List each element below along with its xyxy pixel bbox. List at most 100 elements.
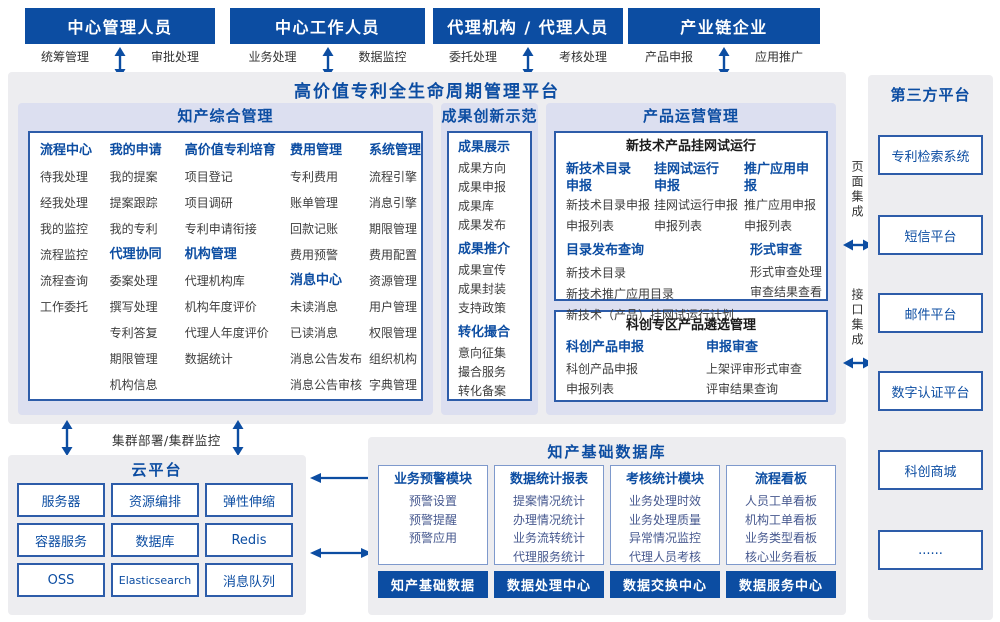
menu-item: 流程监控 xyxy=(40,248,89,262)
cloud-service-box: Elasticsearch xyxy=(111,563,199,597)
db-item: 业务流转统计 xyxy=(512,531,585,545)
menu-item: 待我处理 xyxy=(40,170,89,184)
menu-item: 流程引擎 xyxy=(369,170,418,184)
role-left-label: 产品申报 xyxy=(644,50,693,64)
role-title-box: 代理机构 / 代理人员 xyxy=(433,8,623,44)
menu-item: 审查结果查看 xyxy=(750,285,823,299)
formal-review-items: 形式审查处理审查结果查看 xyxy=(750,262,822,302)
menu-item: 工作委托 xyxy=(40,300,89,314)
db-module: 流程看板人员工单看板机构工单看板业务类型看板核心业务看板 xyxy=(726,465,836,565)
db-module-title: 流程看板 xyxy=(754,472,807,487)
menu-item: 新技术目录 xyxy=(566,266,627,280)
group-title: 形式审查 xyxy=(750,243,803,258)
role-group: 代理机构 / 代理人员委托处理考核处理 xyxy=(433,8,623,78)
menu-item: 科创产品申报 xyxy=(566,362,639,376)
third-party-item: 数字认证平台 xyxy=(878,371,983,411)
group-title: 成果展示 xyxy=(458,140,511,155)
menu-item: 费用配置 xyxy=(369,248,418,262)
platform-container: 高价值专利全生命周期管理平台 知产综合管理 流程中心待我处理经我处理我的监控流程… xyxy=(8,72,846,424)
db-module-title: 业务预警模块 xyxy=(393,472,472,487)
menu-item: 账单管理 xyxy=(290,196,339,210)
db-item: 业务处理时效 xyxy=(628,494,701,508)
panel-achievements: 成果创新示范 成果展示成果方向成果申报成果库成果发布成果推介成果宣传成果封装支持… xyxy=(441,103,538,415)
menu-item: 新技术推广应用目录 xyxy=(566,287,675,301)
po-column: 科创产品申报科创产品申报申报列表 xyxy=(566,337,706,399)
menu-item: 提案跟踪 xyxy=(109,196,158,210)
third-party-item: 短信平台 xyxy=(878,215,983,255)
role-group: 产业链企业产品申报应用推广 xyxy=(628,8,820,78)
menu-item: 形式审查处理 xyxy=(750,265,823,279)
db-module: 考核统计模块业务处理时效业务处理质量异常情况监控代理人员考核 xyxy=(610,465,720,565)
menu-item: 撮合服务 xyxy=(458,365,507,379)
menu-item: 成果申报 xyxy=(458,180,507,194)
menu-item: 代理人年度评价 xyxy=(184,326,269,340)
db-item: 办理情况统计 xyxy=(512,512,585,527)
menu-item: 期限管理 xyxy=(369,222,418,236)
menu-item: 上架评审形式审查 xyxy=(706,362,803,376)
cloud-service-box: 服务器 xyxy=(17,483,105,517)
menu-item: 消息公告发布 xyxy=(290,352,363,366)
menu-item: 经我处理 xyxy=(40,196,89,210)
po-column: 推广应用申报推广应用申报申报列表 xyxy=(744,158,818,237)
menu-item: 推广应用申报 xyxy=(744,198,817,212)
ip-column: 高价值专利培育项目登记项目调研专利申请衔接机构管理代理机构库机构年度评价代理人年… xyxy=(185,138,290,399)
ip-column: 流程中心待我处理经我处理我的监控流程监控流程查询工作委托 xyxy=(40,138,110,399)
group-title: 系统管理 xyxy=(369,143,422,158)
db-bar: 数据服务中心 xyxy=(726,571,836,598)
menu-item: 组织机构 xyxy=(369,352,418,366)
group-title: 目录发布查询 xyxy=(566,243,645,258)
ip-column: 费用管理专利费用账单管理回款记账费用预警消息中心未读消息已读消息消息公告发布消息… xyxy=(290,138,369,399)
menu-item: 未读消息 xyxy=(290,300,339,314)
role-right-label: 数据监控 xyxy=(358,50,407,64)
menu-item: 申报列表 xyxy=(744,219,793,233)
panel-ach-title: 成果创新示范 xyxy=(441,107,538,125)
role-left-label: 业务处理 xyxy=(248,50,297,64)
menu-item: 挂网试运行申报 xyxy=(654,198,739,212)
panel-product-ops: 产品运营管理 新技术产品挂网试运行 新技术目录申报新技术目录申报申报列表挂网试运… xyxy=(546,103,836,415)
role-title-box: 产业链企业 xyxy=(628,8,820,44)
cloud-service-box: 数据库 xyxy=(111,523,199,557)
cloud-title: 云平台 xyxy=(131,461,183,479)
po-column: 新技术目录申报新技术目录申报申报列表 xyxy=(566,158,654,237)
cloud-service-box: 消息队列 xyxy=(205,563,293,597)
api-integration-label: 接口集成 xyxy=(850,288,864,348)
menu-item: 申报列表 xyxy=(566,382,615,396)
menu-item: 支持政策 xyxy=(458,301,507,315)
platform-title: 高价值专利全生命周期管理平台 xyxy=(294,82,560,102)
po-column: 挂网试运行申报挂网试运行申报申报列表 xyxy=(654,158,744,237)
db-item: 代理人员考核 xyxy=(628,549,701,564)
menu-item: 数据统计 xyxy=(184,352,233,366)
db-item: 提案情况统计 xyxy=(512,494,585,508)
menu-item: 我的提案 xyxy=(109,170,158,184)
menu-item: 新技术目录申报 xyxy=(566,198,651,212)
menu-item: 费用预警 xyxy=(290,248,339,262)
menu-item: 流程查询 xyxy=(40,274,89,288)
role-left-label: 委托处理 xyxy=(448,50,497,64)
third-party-item: 专利检索系统 xyxy=(878,135,983,175)
menu-item: 成果发布 xyxy=(458,218,507,232)
group-title: 高价值专利培育 xyxy=(184,143,276,158)
group-title: 成果推介 xyxy=(458,242,511,257)
ip-management-body: 流程中心待我处理经我处理我的监控流程监控流程查询工作委托我的申请我的提案提案跟踪… xyxy=(28,131,423,401)
trial-run-box-title: 新技术产品挂网试运行 xyxy=(625,139,756,154)
menu-item: 评审结果查询 xyxy=(706,382,779,396)
db-module: 数据统计报表提案情况统计办理情况统计业务流转统计代理服务统计 xyxy=(494,465,604,565)
role-group: 中心工作人员业务处理数据监控 xyxy=(230,8,425,78)
menu-item: 委案处理 xyxy=(109,274,158,288)
third-party-item: 科创商城 xyxy=(878,450,983,490)
ip-column: 系统管理流程引擎消息引擎期限管理费用配置资源管理用户管理权限管理组织机构字典管理 xyxy=(369,138,421,399)
db-item: 机构工单看板 xyxy=(744,512,817,527)
menu-item: 字典管理 xyxy=(369,378,418,392)
database-panel: 知产基础数据库 业务预警模块预警设置预警提醒预警应用数据统计报表提案情况统计办理… xyxy=(368,437,846,615)
group-title: 科创产品申报 xyxy=(566,340,645,355)
role-title-box: 中心管理人员 xyxy=(25,8,215,44)
menu-item: 我的监控 xyxy=(40,222,89,236)
menu-item: 专利费用 xyxy=(290,170,339,184)
trial-run-box: 新技术产品挂网试运行 新技术目录申报新技术目录申报申报列表挂网试运行申报挂网试运… xyxy=(554,131,828,322)
db-module-title: 数据统计报表 xyxy=(509,472,588,487)
db-item: 人员工单看板 xyxy=(744,494,817,508)
catalog-query-items: 新技术目录新技术推广应用目录新技术（产品）挂网试运行计划 xyxy=(566,262,750,325)
group-title: 推广应用申报 xyxy=(744,162,810,194)
db-item: 异常情况监控 xyxy=(628,531,701,545)
